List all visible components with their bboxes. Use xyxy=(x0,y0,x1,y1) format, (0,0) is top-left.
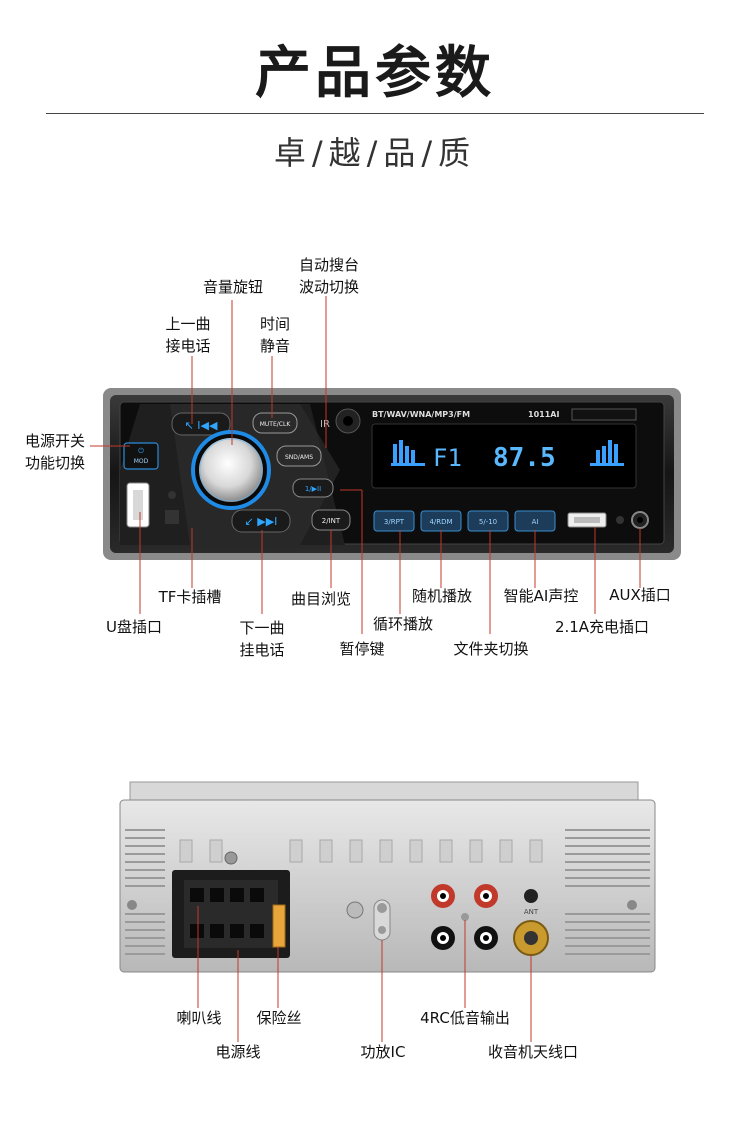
rca-outputs xyxy=(431,884,498,950)
label-random: 随机播放 xyxy=(411,587,472,605)
rear-ribs xyxy=(179,839,543,863)
rear-leader-lines xyxy=(197,906,532,1042)
label-antenna: 收音机天线口 xyxy=(487,1043,578,1061)
label-repeat: 循环播放 xyxy=(372,615,433,633)
power-icon: ⏻ xyxy=(138,447,144,455)
model-number: 1011AI xyxy=(528,410,559,419)
format-strip: BT/WAV/WNA/MP3/FM xyxy=(372,410,470,419)
page-subtitle: 卓/越/品/质 xyxy=(273,134,477,172)
page-title: 产品参数 xyxy=(255,41,495,106)
label-power: 电源开关 功能切换 xyxy=(24,432,85,472)
label-aux: AUX插口 xyxy=(609,586,671,604)
folder-button-label: 5/-10 xyxy=(479,518,497,526)
label-volume: 音量旋钮 xyxy=(202,278,263,296)
snd-button[interactable] xyxy=(276,445,322,467)
label-rca: 4RC低音输出 xyxy=(420,1009,510,1027)
int-button-label: 2/INT xyxy=(322,517,341,525)
front-leader-lines xyxy=(90,296,641,634)
lcd-frequency: 87.5 xyxy=(493,443,556,473)
label-tf-slot: TF卡插槽 xyxy=(158,588,222,606)
label-browse: 曲目浏览 xyxy=(290,590,351,608)
title-divider xyxy=(46,113,704,114)
snd-button-label: SND/AMS xyxy=(285,454,313,461)
repeat-button[interactable] xyxy=(373,510,415,532)
prev-button[interactable] xyxy=(171,412,231,436)
ai-voice-button-label: AI xyxy=(532,518,539,526)
play-pause-button[interactable] xyxy=(292,478,334,498)
label-next: 下一曲 挂电话 xyxy=(239,619,285,659)
equalizer-right-icon xyxy=(590,440,624,466)
label-fuse: 保险丝 xyxy=(256,1009,302,1027)
folder-button[interactable] xyxy=(467,510,509,532)
tf-slot[interactable] xyxy=(165,510,179,524)
label-ai-voice: 智能AI声控 xyxy=(503,587,579,605)
right-vent xyxy=(565,829,650,955)
mute-button[interactable] xyxy=(252,412,298,434)
mod-button-label: MOD xyxy=(134,458,149,465)
mod-button[interactable] xyxy=(123,442,159,470)
random-button-label: 4/RDM xyxy=(429,518,452,526)
label-clock: 时间 静音 xyxy=(259,315,290,355)
antenna-mark: ANT xyxy=(524,908,539,916)
lcd-band: F1 xyxy=(433,444,462,472)
label-charge: 2.1A充电插口 xyxy=(554,618,650,636)
prev-icon: ↖ I◀◀ xyxy=(185,419,218,432)
label-usb: U盘插口 xyxy=(106,618,162,636)
play-pause-button-label: 1/▶II xyxy=(305,485,321,493)
label-pause: 暂停键 xyxy=(339,640,385,658)
label-power-wire: 电源线 xyxy=(215,1043,261,1061)
lcd-display xyxy=(371,423,637,489)
mute-button-label: MUTE/CLK xyxy=(260,421,292,428)
label-auto-scan: 自动搜台 波动切换 xyxy=(298,256,359,296)
equalizer-left-icon xyxy=(391,440,425,466)
repeat-button-label: 3/RPT xyxy=(384,518,405,526)
left-vent xyxy=(125,829,165,955)
label-folder-switch: 文件夹切换 xyxy=(453,640,529,658)
label-prev: 上一曲 接电话 xyxy=(165,315,211,355)
label-speaker-wire: 喇叭线 xyxy=(176,1009,222,1027)
label-amp-ic: 功放IC xyxy=(360,1043,406,1061)
next-button[interactable] xyxy=(231,509,291,533)
ir-label: IR xyxy=(320,419,330,430)
next-icon: ↙ ▶▶I xyxy=(245,515,278,528)
fuse xyxy=(272,904,286,948)
